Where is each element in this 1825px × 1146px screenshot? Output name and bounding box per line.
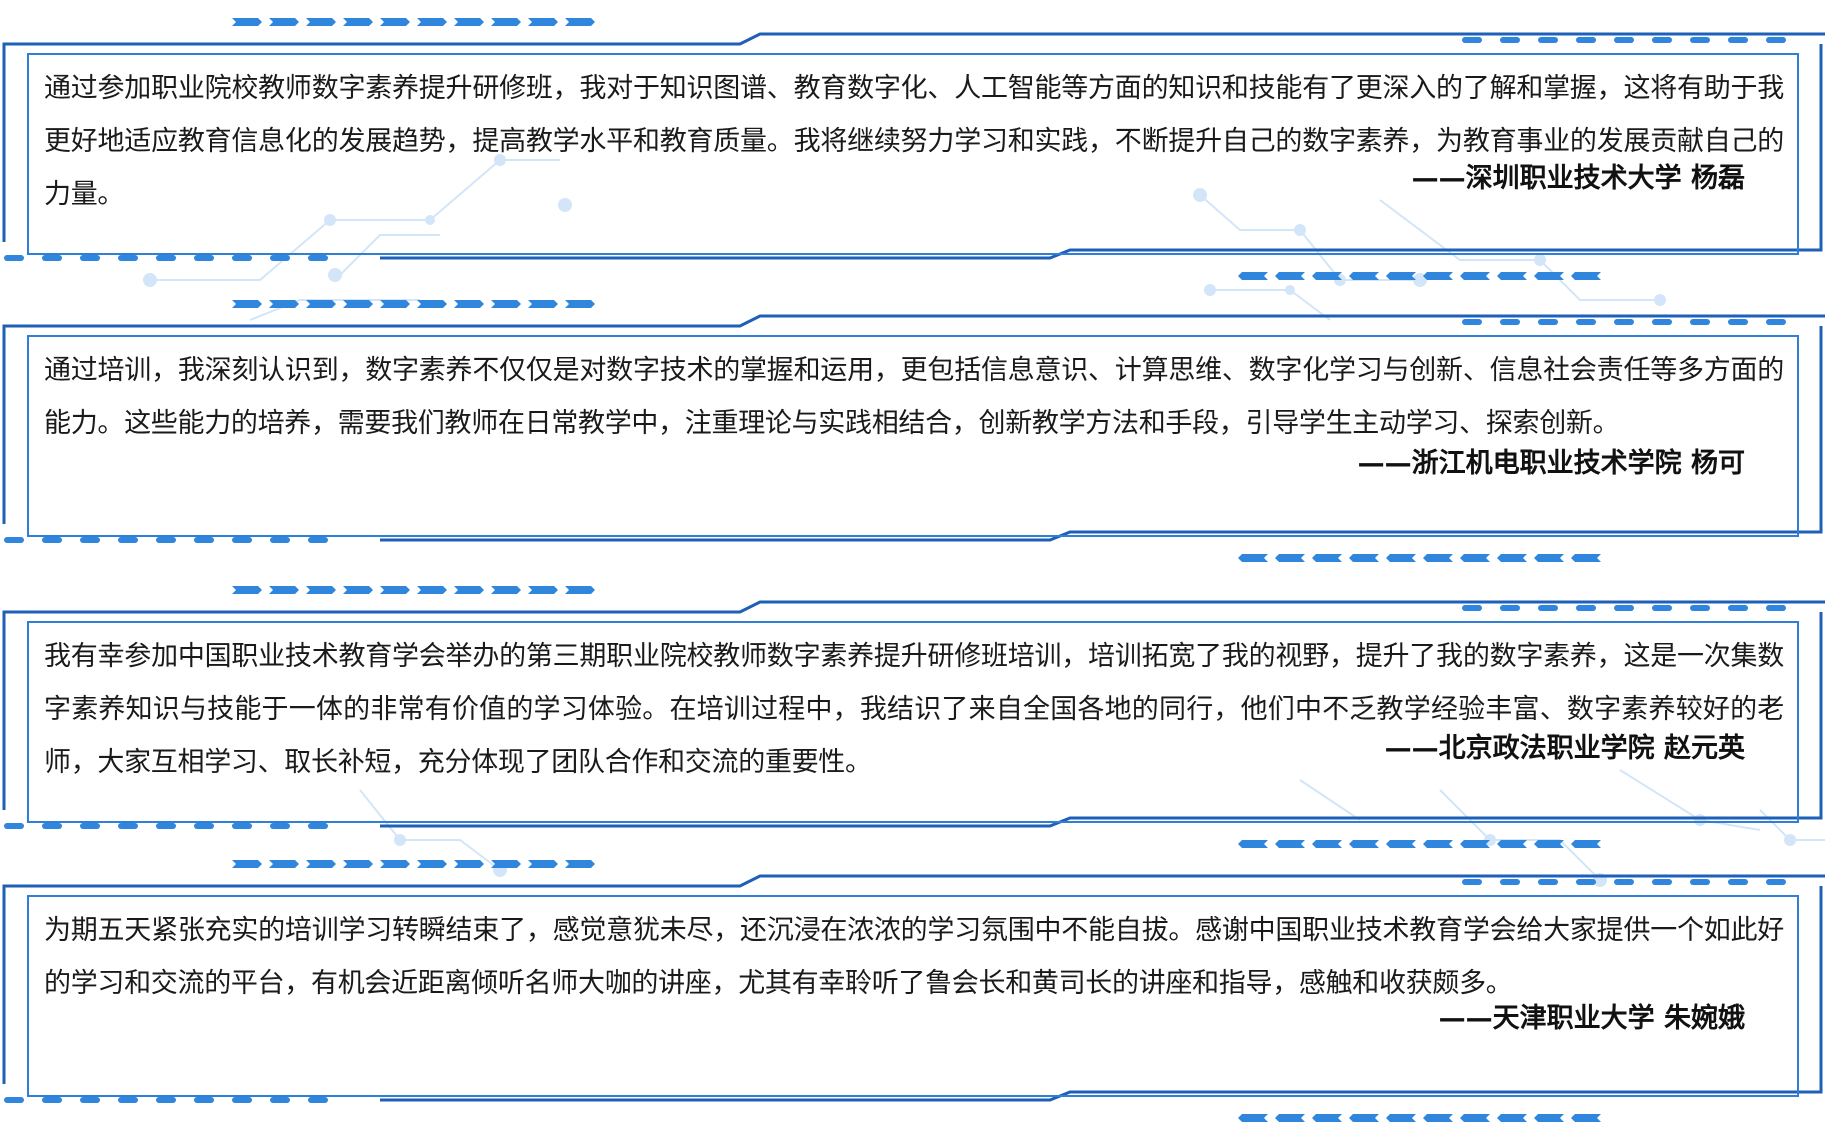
frame-outer-top — [2, 874, 1825, 1084]
frame-outer-bottom — [380, 886, 1823, 1102]
top-arrow-dash-row — [232, 586, 595, 594]
frame-inner-border — [27, 895, 1799, 1097]
bottom-arrow-dash-row — [1238, 554, 1601, 562]
frame-outer-top — [2, 314, 1825, 524]
testimonial-card: 通过培训，我深刻认识到，数字素养不仅仅是对数字技术的掌握和运用，更包括信息意识、… — [0, 296, 1825, 572]
frame-inner-border — [27, 53, 1799, 255]
bottom-left-pill-row — [4, 255, 328, 261]
top-arrow-dash-row — [232, 860, 595, 868]
bottom-arrow-dash-row — [1238, 1114, 1601, 1122]
bottom-left-pill-row — [4, 823, 328, 829]
testimonial-signature: ——天津职业大学 朱婉娥 — [1438, 1003, 1745, 1034]
frame-outer-bottom — [380, 326, 1823, 542]
card-frame — [2, 586, 1825, 848]
testimonial-signature: ——北京政法职业学院 赵元英 — [1384, 733, 1745, 764]
testimonial-signature: ——浙江机电职业技术学院 杨可 — [1357, 448, 1745, 479]
testimonial-signature: ——深圳职业技术大学 杨磊 — [1411, 163, 1745, 194]
frame-inner-border — [27, 335, 1799, 537]
top-arrow-dash-row — [232, 300, 595, 308]
testimonial-text: 我有幸参加中国职业技术教育学会举办的第三期职业院校教师数字素养提升研修班培训，培… — [44, 641, 1784, 778]
card-frame — [2, 300, 1825, 562]
testimonial-text: 为期五天紧张充实的培训学习转瞬结束了，感觉意犹未尽，还沉浸在浓浓的学习氛围中不能… — [44, 915, 1784, 999]
testimonial-text: 通过培训，我深刻认识到，数字素养不仅仅是对数字技术的掌握和运用，更包括信息意识、… — [44, 355, 1784, 439]
top-right-pill-row — [1462, 37, 1786, 43]
bottom-left-pill-row — [4, 537, 328, 543]
bottom-left-pill-row — [4, 1097, 328, 1103]
top-right-pill-row — [1462, 879, 1786, 885]
frame-outer-top — [2, 600, 1825, 810]
frame-inner-border — [27, 621, 1799, 823]
bottom-arrow-dash-row — [1238, 272, 1601, 280]
top-arrow-dash-row — [232, 18, 595, 26]
frame-outer-top — [2, 32, 1825, 242]
testimonial-card: 为期五天紧张充实的培训学习转瞬结束了，感觉意犹未尽，还沉浸在浓浓的学习氛围中不能… — [0, 856, 1825, 1132]
testimonial-text: 通过参加职业院校教师数字素养提升研修班，我对于知识图谱、教育数字化、人工智能等方… — [44, 73, 1784, 210]
bottom-arrow-dash-row — [1238, 840, 1601, 848]
frame-outer-bottom — [380, 612, 1823, 828]
top-right-pill-row — [1462, 605, 1786, 611]
frame-outer-bottom — [380, 44, 1823, 260]
top-right-pill-row — [1462, 319, 1786, 325]
testimonial-card: 通过参加职业院校教师数字素养提升研修班，我对于知识图谱、教育数字化、人工智能等方… — [0, 14, 1825, 290]
card-frame — [2, 860, 1825, 1122]
testimonial-card: 我有幸参加中国职业技术教育学会举办的第三期职业院校教师数字素养提升研修班培训，培… — [0, 582, 1825, 858]
card-frame — [2, 18, 1825, 280]
